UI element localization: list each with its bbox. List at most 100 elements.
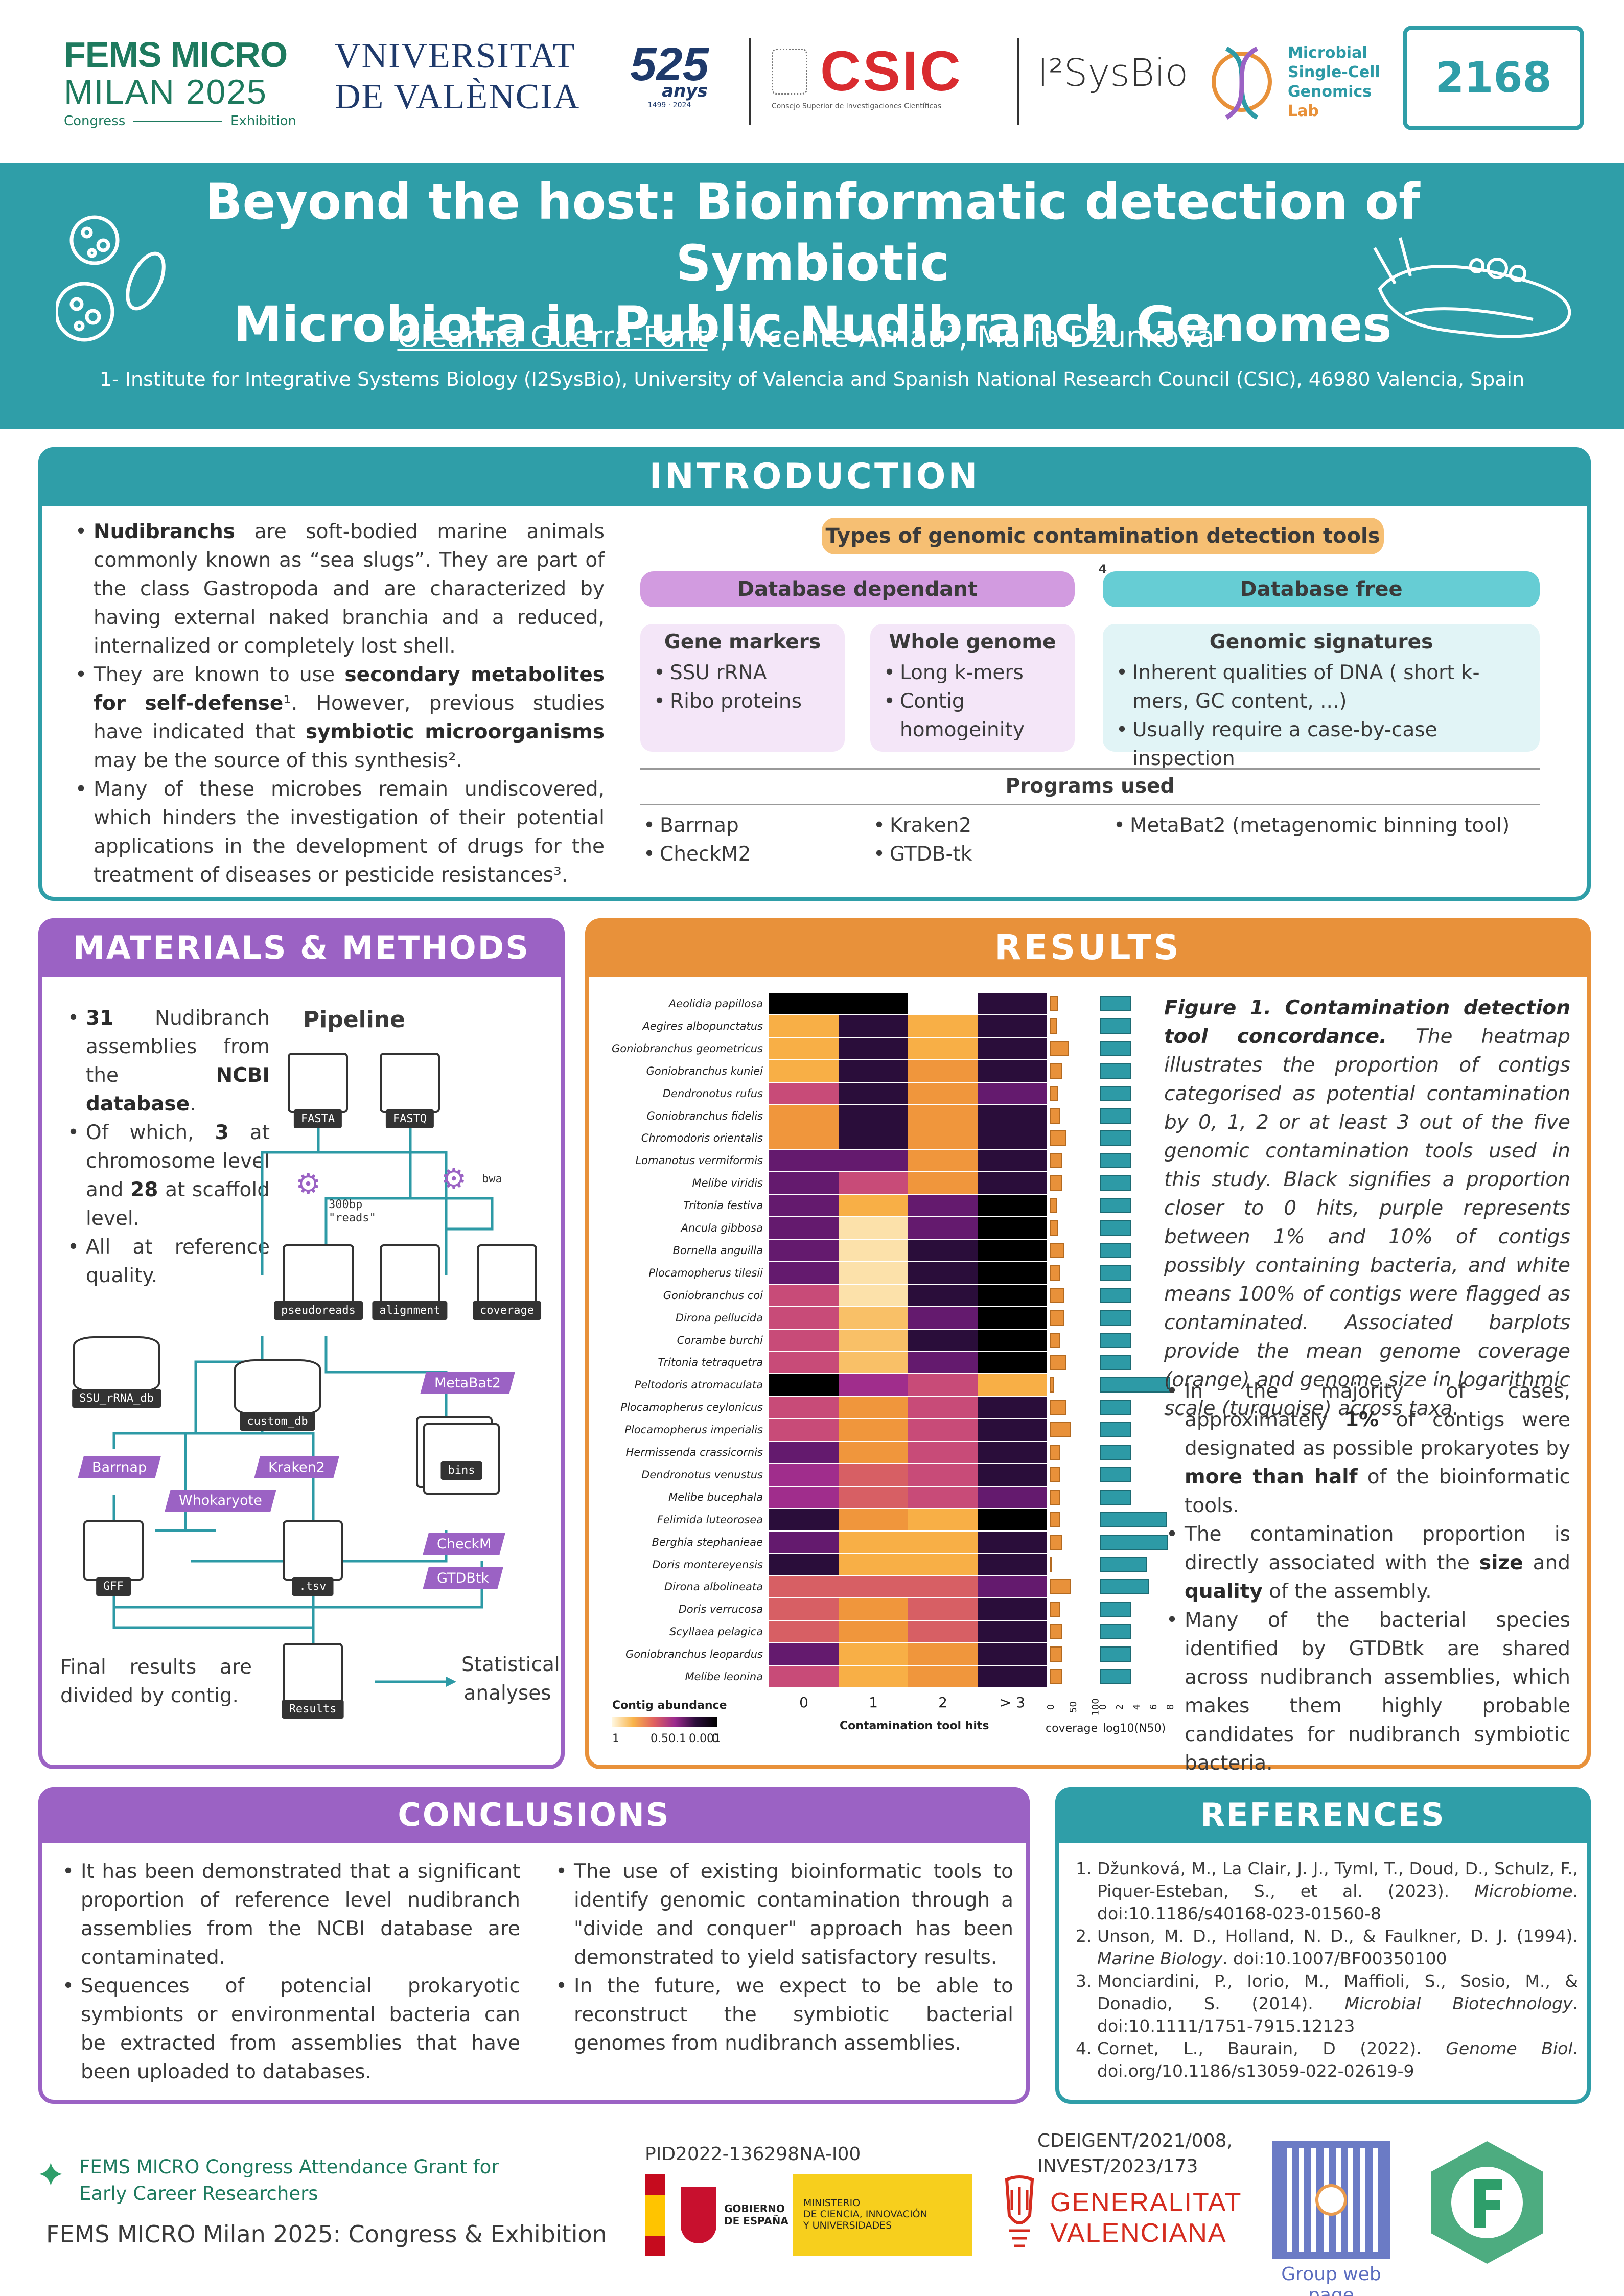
coverage-bar [1050,1287,1064,1303]
group-web-label[interactable]: Group web page [1281,2264,1381,2296]
coverage-bar [1050,1063,1062,1079]
heatmap-x-tick: 2 [938,1694,947,1711]
results-heading: RESULTS [585,918,1591,977]
conclusions-heading: CONCLUSIONS [38,1787,1030,1843]
dna-cell-icon [1212,46,1272,120]
legend-tick: 1 [612,1732,619,1745]
ministry-line-1: MINISTERIO [803,2197,861,2209]
gene-markers-card: Gene markers SSU rRNARibo proteins [640,624,845,752]
heatmap-cell [978,1082,1047,1104]
alignment-file-icon: alignment [372,1244,448,1320]
heatmap-cell [908,1666,978,1687]
coverage-bar [1050,1512,1060,1527]
heatmap-cell [978,1576,1047,1598]
heatmap-cell [978,1172,1047,1194]
heatmap-cell [769,1284,839,1306]
tools-title-pill: Types of genomic contamination detection… [822,518,1384,585]
intro-heading: INTRODUCTION [38,447,1591,506]
heatmap-cell [978,1553,1047,1575]
genome-size-bar [1100,1130,1132,1146]
generalitat-emblem-icon [1005,2175,1034,2247]
coverage-axis-label: coverage [1046,1722,1098,1735]
qr-code-icon[interactable] [1272,2141,1390,2259]
heatmap-x-tick: 1 [869,1694,878,1711]
heatmap-cell [769,1352,839,1374]
kraken-tag: Kraken2 [254,1456,339,1478]
heatmap-cell [769,1307,839,1329]
heatmap-x-tick: 0 [799,1694,808,1711]
programs-col-2: Kraken2GTDB-tk [870,811,1075,869]
congress-logo: FEMS MICRO MILAN 2025 Congress Exhibitio… [64,36,299,129]
genome-size-bar [1100,1085,1132,1101]
cdeigent-line-2: INVEST/2023/173 [1037,2156,1198,2177]
gene-markers-title: Gene markers [664,631,821,654]
heatmap-cell [769,1172,839,1194]
heatmap-cell [769,1621,839,1643]
congress-logo-left: Congress [64,113,126,129]
genome-size-bar [1100,1198,1132,1214]
heatmap-cell [978,1060,1047,1082]
coverage-file-icon: coverage [473,1244,541,1320]
heatmap-cell [908,1082,978,1104]
coverage-bar [1050,1445,1060,1460]
heatmap-cell [769,1576,839,1598]
metabat-tag: MetaBat2 [420,1372,515,1394]
grant-line-2: Early Career Researchers [79,2183,318,2205]
results-bullets: In the majority of cases, approximately … [1164,1377,1570,1778]
coverage-bar [1050,1467,1060,1482]
taxon-label: Doris verrucosa [678,1603,763,1616]
program-item: Kraken2 [870,811,1075,840]
coverage-bar [1050,1040,1069,1056]
heatmap-cell [978,1374,1047,1396]
heatmap-cell [978,1195,1047,1217]
heatmap-cell [769,1397,839,1419]
programs-col-3: MetaBat2 (metagenomic binning tool) [1110,811,1540,840]
custom-db-icon: custom_db [234,1359,321,1431]
legend-tick: 0.1 [668,1732,686,1745]
taxon-label: Scyllaea pelagica [669,1626,763,1638]
genome-size-bar [1100,1534,1168,1550]
genomic-signature-item: Usually require a case-by-case inspectio… [1113,716,1529,773]
heatmap-cell [908,1531,978,1553]
methods-bullet-2: Of which, 3 at chromosome level and 28 a… [65,1119,270,1233]
program-item: CheckM2 [640,840,845,869]
coverage-tick: 50 [1068,1701,1079,1713]
fems-grant-badge-icon [1431,2141,1543,2264]
heatmap-cell [978,1150,1047,1172]
genomic-signature-item: Inherent qualities of DNA ( short k-mers… [1113,659,1529,716]
heatmap-cell [908,1553,978,1575]
taxon-label: Dendronotus rufus [662,1087,763,1100]
heatmap-cell [839,1150,908,1172]
results-file-icon: Results [282,1643,344,1719]
anniversary-years: 1499 · 2024 [647,101,691,109]
coverage-tick: 0 [1046,1704,1057,1710]
coverage-bar [1050,1108,1060,1124]
heatmap-cell [978,993,1047,1014]
heatmap-cell [839,1486,908,1508]
heatmap-cell [978,1397,1047,1419]
heatmap-cell [978,1666,1047,1687]
taxon-label: Chromodoris orientalis [641,1132,763,1145]
heatmap-cell [839,1666,908,1687]
heatmap-cell [908,1509,978,1530]
heatmap-cell [908,1037,978,1059]
heatmap-cell [839,1105,908,1127]
heatmap-cell [978,1284,1047,1306]
heatmap-cell [839,1553,908,1575]
presenter-name: Oleanna Guerra-Font [397,319,708,354]
genome-size-bar [1100,1602,1132,1617]
heatmap-cell [769,1060,839,1082]
taxon-label: Dirona albolineata [664,1581,763,1593]
nudibranch-illustration-icon [1373,237,1571,338]
genome-size-bar [1100,1467,1132,1482]
heatmap-cell [769,1195,839,1217]
genome-size-bar [1100,1018,1132,1034]
heatmap-cell [839,1217,908,1239]
heatmap-cell [978,1598,1047,1620]
heatmap-cell [839,1082,908,1104]
heatmap-cell [839,1643,908,1665]
coverage-bar [1050,1377,1054,1393]
references-section: REFERENCES Džunková, M., La Clair, J. J.… [1055,1787,1591,2104]
coverage-bar [1050,1085,1058,1101]
